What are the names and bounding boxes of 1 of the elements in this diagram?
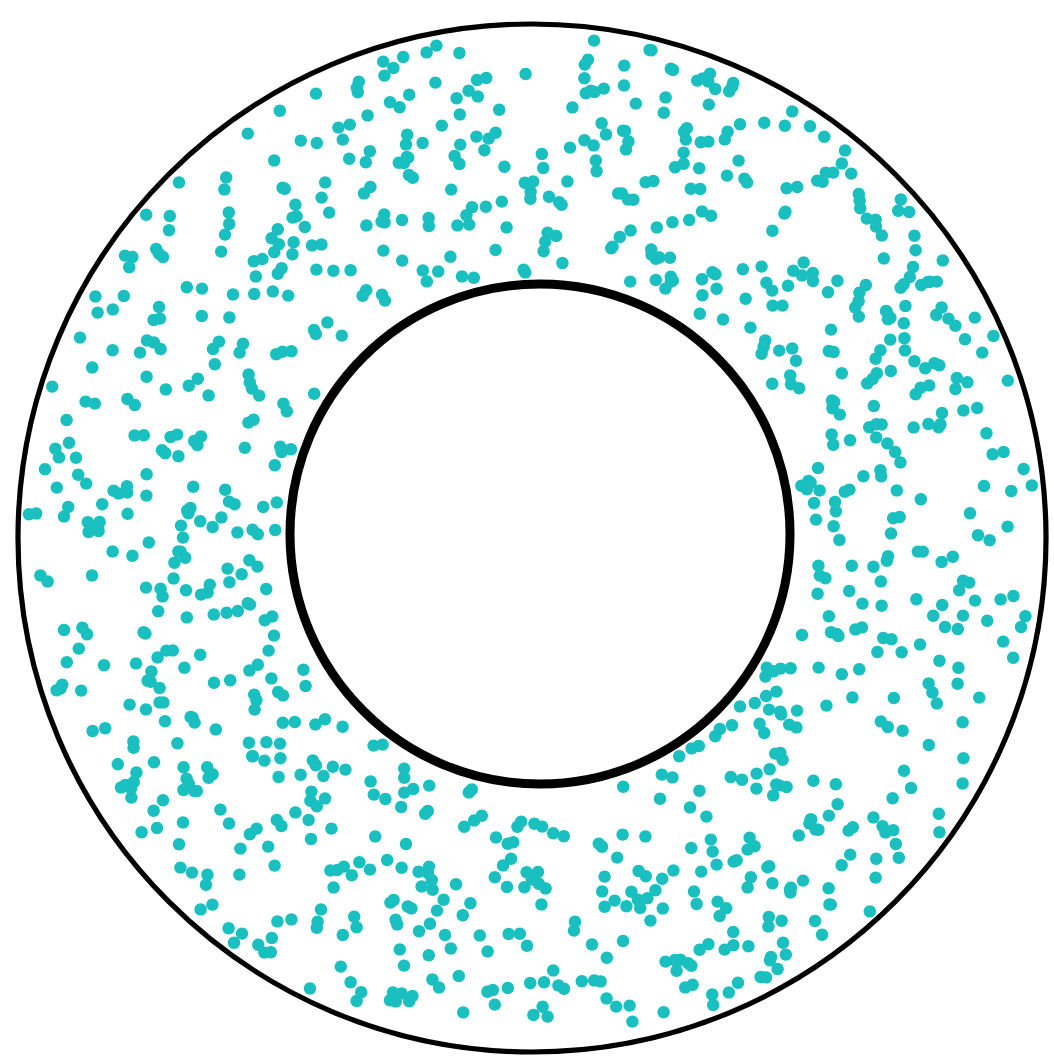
ring-circle xyxy=(285,279,795,789)
